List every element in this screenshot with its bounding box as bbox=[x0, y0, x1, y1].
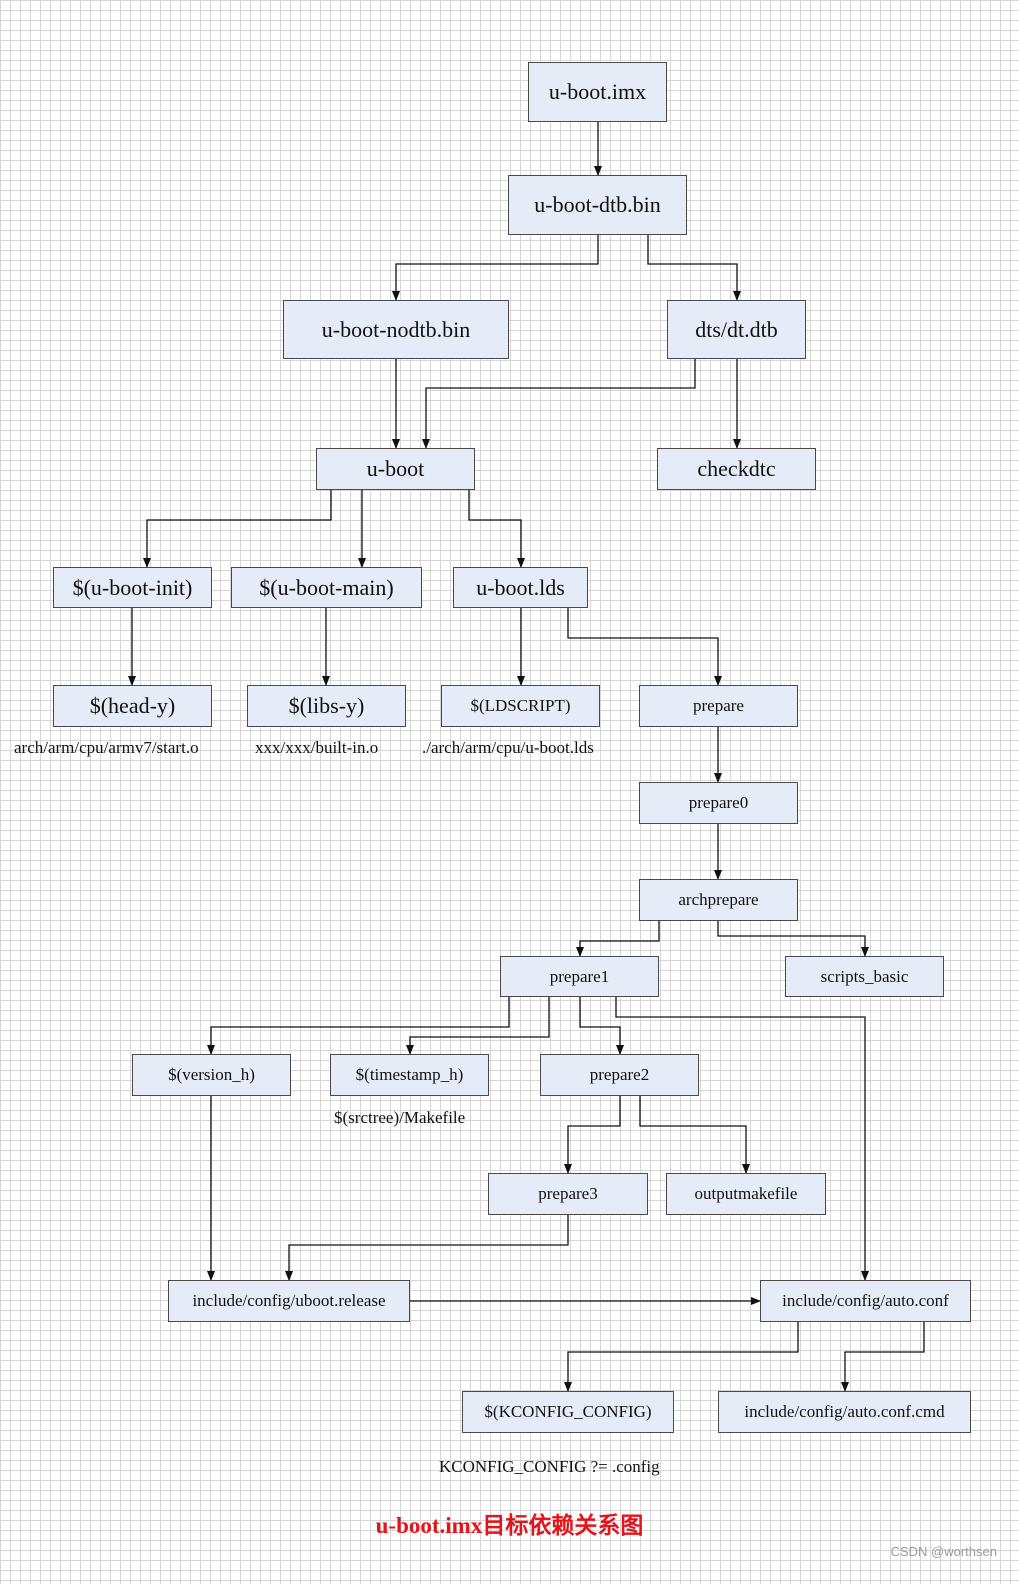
watermark: CSDN @worthsen bbox=[890, 1544, 997, 1559]
node-u-boot-nodtb-bin[interactable]: u-boot-nodtb.bin bbox=[283, 300, 509, 359]
node-scripts-basic[interactable]: scripts_basic bbox=[785, 956, 944, 997]
node-prepare2[interactable]: prepare2 bbox=[540, 1054, 699, 1096]
edge-uboot-lds bbox=[468, 490, 525, 568]
edge-p1-timestamp bbox=[406, 997, 550, 1055]
edge-p1-version bbox=[207, 997, 510, 1055]
edge-p1-autoconf bbox=[615, 997, 869, 1281]
node-checkdtc[interactable]: checkdtc bbox=[657, 448, 816, 490]
edge-dtbbin-nodtb bbox=[392, 235, 599, 301]
note-start-o: arch/arm/cpu/armv7/start.o bbox=[14, 738, 199, 757]
edge-arch-scripts bbox=[717, 921, 869, 957]
edge-arch-prepare1 bbox=[576, 921, 660, 957]
edge-autoconf-cmd bbox=[841, 1322, 925, 1392]
node-ldscript[interactable]: $(LDSCRIPT) bbox=[441, 685, 600, 727]
node-kconfig-config[interactable]: $(KCONFIG_CONFIG) bbox=[462, 1391, 674, 1433]
node-version-h[interactable]: $(version_h) bbox=[132, 1054, 291, 1096]
node-uboot-release[interactable]: include/config/uboot.release bbox=[168, 1280, 410, 1322]
node-u-boot-imx[interactable]: u-boot.imx bbox=[528, 62, 667, 122]
node-archprepare[interactable]: archprepare bbox=[639, 879, 798, 921]
edge-dtdtb-uboot bbox=[422, 359, 696, 449]
edge-lds-prepare bbox=[567, 608, 722, 686]
note-built-in-o: xxx/xxx/built-in.o bbox=[255, 738, 379, 757]
edge-uboot-init bbox=[143, 490, 332, 568]
node-auto-conf-cmd[interactable]: include/config/auto.conf.cmd bbox=[718, 1391, 971, 1433]
node-u-boot-init[interactable]: $(u-boot-init) bbox=[53, 567, 212, 608]
node-libs-y[interactable]: $(libs-y) bbox=[247, 685, 406, 727]
node-u-boot-lds[interactable]: u-boot.lds bbox=[453, 567, 588, 608]
node-auto-conf[interactable]: include/config/auto.conf bbox=[760, 1280, 971, 1322]
node-prepare[interactable]: prepare bbox=[639, 685, 798, 727]
node-prepare1[interactable]: prepare1 bbox=[500, 956, 659, 997]
node-u-boot[interactable]: u-boot bbox=[316, 448, 475, 490]
edge-p1-prepare2 bbox=[579, 997, 624, 1055]
note-srctree-makefile: $(srctree)/Makefile bbox=[334, 1108, 466, 1127]
edge-autoconf-kconfig bbox=[564, 1322, 799, 1392]
edge-p2-prepare3 bbox=[564, 1096, 621, 1174]
node-prepare0[interactable]: prepare0 bbox=[639, 782, 798, 824]
diagram-title: u-boot.imx目标依赖关系图 bbox=[375, 1513, 644, 1538]
note-kconfig-default: KCONFIG_CONFIG ?= .config bbox=[439, 1457, 660, 1476]
node-dts-dt-dtb[interactable]: dts/dt.dtb bbox=[667, 300, 806, 359]
edge-p2-outputmakefile bbox=[639, 1096, 750, 1174]
node-timestamp-h[interactable]: $(timestamp_h) bbox=[330, 1054, 489, 1096]
node-u-boot-dtb-bin[interactable]: u-boot-dtb.bin bbox=[508, 175, 687, 235]
node-u-boot-main[interactable]: $(u-boot-main) bbox=[231, 567, 422, 608]
edge-p3-release bbox=[285, 1215, 569, 1281]
node-prepare3[interactable]: prepare3 bbox=[488, 1173, 648, 1215]
edge-dtbbin-dtdtb bbox=[647, 235, 741, 301]
note-uboot-lds-path: ./arch/arm/cpu/u-boot.lds bbox=[422, 738, 594, 757]
node-outputmakefile[interactable]: outputmakefile bbox=[666, 1173, 826, 1215]
node-head-y[interactable]: $(head-y) bbox=[53, 685, 212, 727]
